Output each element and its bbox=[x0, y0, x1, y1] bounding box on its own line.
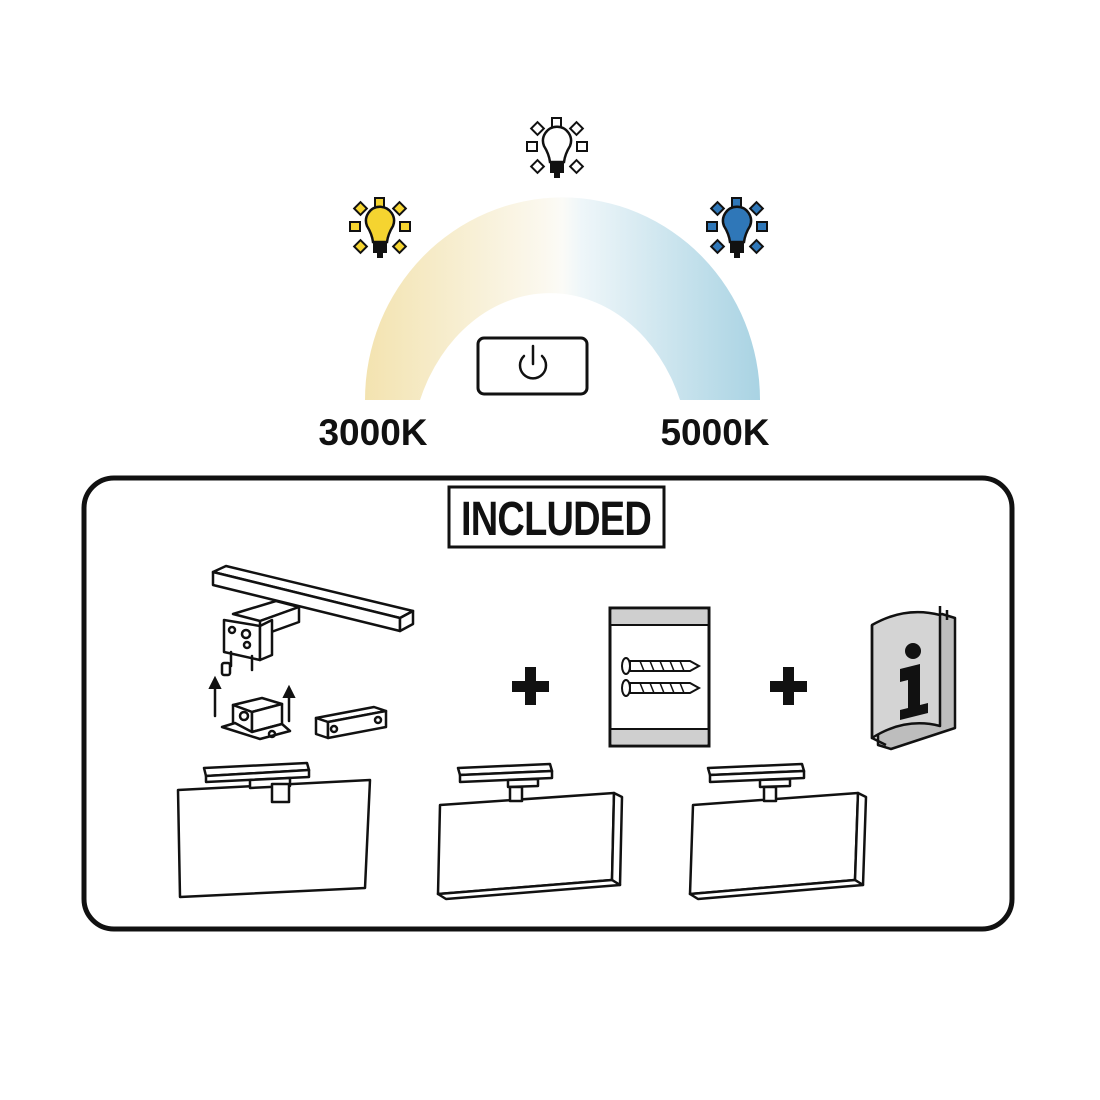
cool-temperature-label: 5000K bbox=[660, 412, 769, 453]
color-temperature-section: 3000K 5000K bbox=[318, 117, 770, 453]
surface-mount-on-cabinet-icon bbox=[436, 762, 624, 901]
cool-light-bulb-icon bbox=[706, 197, 768, 258]
color-temperature-arc bbox=[365, 197, 760, 400]
power-icon bbox=[518, 344, 548, 380]
surface-mount-on-cabinet-icon bbox=[688, 762, 868, 901]
mirror-light-fixture-with-mounting-brackets-icon bbox=[208, 564, 415, 741]
warm-temperature-label: 3000K bbox=[318, 412, 427, 453]
plus-icon bbox=[770, 667, 807, 705]
power-button[interactable] bbox=[476, 336, 589, 396]
instruction-manual-icon bbox=[870, 606, 957, 751]
included-title-box: INCLUDED bbox=[447, 485, 666, 549]
clamp-mount-on-mirror-icon bbox=[176, 761, 372, 899]
warm-light-bulb-icon bbox=[349, 197, 411, 258]
screws-and-wall-plugs-pack-icon bbox=[608, 606, 711, 748]
included-title: INCLUDED bbox=[461, 493, 651, 546]
neutral-light-bulb-icon bbox=[526, 117, 588, 178]
included-section: INCLUDED bbox=[81, 475, 1015, 932]
plus-icon bbox=[512, 667, 549, 705]
